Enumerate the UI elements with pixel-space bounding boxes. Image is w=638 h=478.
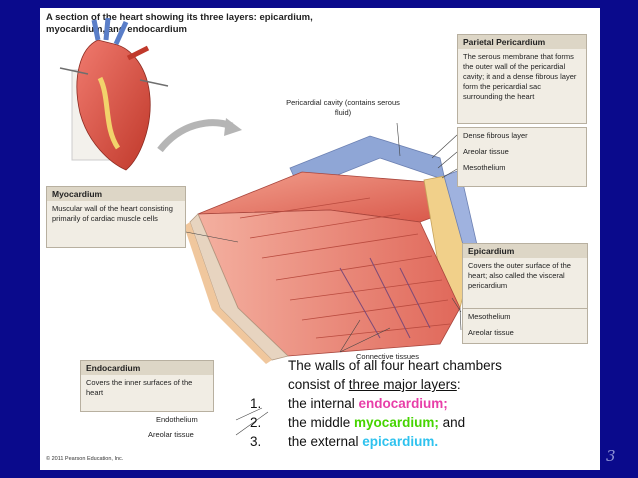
- caption-item-2-prefix: the middle: [288, 415, 355, 430]
- caption-item-2: 2. the middle myocardium; and: [250, 413, 540, 432]
- epicardium-layers-box: Mesothelium Areolar tissue: [462, 308, 588, 344]
- caption-item-1: 1. the internal endocardium;: [250, 394, 540, 413]
- caption-item-1-term: endocardium;: [358, 396, 448, 411]
- pericardial-cavity-label: Pericardial cavity (contains serous flui…: [286, 98, 400, 117]
- caption-intro-c: :: [456, 377, 461, 392]
- caption-item-2-term: myocardium;: [354, 415, 439, 430]
- caption-item-1-number: 1.: [250, 396, 262, 411]
- epicardium-box: Epicardium Covers the outer surface of t…: [462, 243, 588, 309]
- endocardium-box: Endocardium Covers the inner surfaces of…: [80, 360, 214, 412]
- myocardium-heading: Myocardium: [47, 187, 185, 201]
- caption-three-layers-link[interactable]: three major layers: [348, 377, 457, 392]
- endocardium-heading: Endocardium: [81, 361, 213, 375]
- caption-item-3-number: 3.: [250, 434, 262, 449]
- caption-intro-line-2: consist of three major layers:: [250, 375, 540, 394]
- figure-panel: A section of the heart showing its three…: [40, 8, 600, 470]
- caption-item-3: 3. the external epicardium.: [250, 432, 540, 451]
- epicardium-layer-areolar: Areolar tissue: [468, 328, 514, 337]
- endocardium-areolar-label: Areolar tissue: [148, 430, 194, 439]
- endocardium-body: Covers the inner surfaces of the heart: [86, 378, 193, 397]
- caption-intro-line-1: The walls of all four heart chambers: [250, 356, 540, 375]
- caption-item-3-prefix: the external: [288, 434, 363, 449]
- parietal-pericardium-box: Parietal Pericardium The serous membrane…: [457, 34, 587, 124]
- epicardium-heading: Epicardium: [463, 244, 587, 258]
- caption-item-3-term: epicardium.: [362, 434, 439, 449]
- figure-title: A section of the heart showing its three…: [46, 12, 313, 35]
- myocardium-box: Myocardium Muscular wall of the heart co…: [46, 186, 186, 248]
- caption-item-1-prefix: the internal: [288, 396, 359, 411]
- heart-wall-block: [184, 135, 481, 364]
- caption-intro-b: consist of: [288, 377, 349, 392]
- heart-thumbnail: [59, 17, 169, 171]
- parietal-layer-areolar: Areolar tissue: [463, 147, 509, 156]
- caption-item-2-suffix: and: [438, 415, 466, 430]
- myocardium-body: Muscular wall of the heart consisting pr…: [52, 204, 173, 223]
- endothelium-label: Endothelium: [156, 415, 198, 424]
- caption: The walls of all four heart chambers con…: [250, 356, 540, 451]
- parietal-layer-dense-fibrous: Dense fibrous layer: [463, 131, 528, 140]
- copyright-notice: © 2011 Pearson Education, Inc.: [46, 456, 124, 462]
- parietal-pericardium-heading: Parietal Pericardium: [458, 35, 586, 49]
- parietal-layers-box: Dense fibrous layer Areolar tissue Mesot…: [457, 127, 587, 187]
- parietal-layer-mesothelium: Mesothelium: [463, 163, 506, 172]
- caption-item-2-number: 2.: [250, 415, 262, 430]
- parietal-pericardium-body: The serous membrane that forms the outer…: [463, 52, 577, 101]
- connective-tissues-label: Connective tissues: [356, 352, 419, 361]
- epicardium-body: Covers the outer surface of the heart; a…: [468, 261, 571, 290]
- caption-intro-a: The walls of all four heart chambers: [288, 358, 502, 373]
- epicardium-layer-mesothelium: Mesothelium: [468, 312, 511, 321]
- heart-wall-illustration: [59, 17, 481, 436]
- page-number: 3: [606, 447, 616, 465]
